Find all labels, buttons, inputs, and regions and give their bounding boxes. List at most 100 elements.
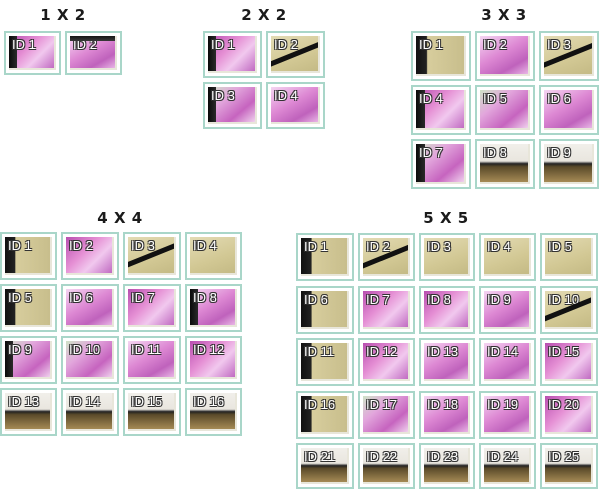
- tile-image: ID 8: [190, 289, 237, 327]
- tile-image: ID 13: [424, 343, 470, 381]
- tile-label: ID 22: [366, 449, 398, 464]
- tile-4x4-id16: ID 16: [185, 388, 242, 436]
- group-title-1x2: 1 X 2: [40, 6, 86, 24]
- tile-3x3-id8: ID 8: [475, 139, 535, 189]
- tile-label: ID 23: [427, 449, 459, 464]
- tile-3x3-id4: ID 4: [411, 85, 471, 135]
- tile-2x2-id3: ID 3: [203, 82, 262, 129]
- tile-image: ID 2: [271, 36, 320, 73]
- tile-5x5-id16: ID 16: [296, 391, 354, 439]
- tile-5x5-id1: ID 1: [296, 233, 354, 281]
- tile-image: ID 1: [208, 36, 257, 73]
- tile-image: ID 23: [424, 448, 470, 484]
- tile-image: ID 11: [128, 341, 176, 379]
- tile-5x5-id20: ID 20: [540, 391, 598, 439]
- tile-label: ID 3: [211, 88, 235, 103]
- tile-image: ID 4: [484, 238, 531, 276]
- tile-image: ID 12: [190, 341, 237, 379]
- tile-label: ID 3: [131, 238, 155, 253]
- tile-5x5-id15: ID 15: [540, 338, 598, 386]
- tile-5x5-id25: ID 25: [540, 443, 598, 489]
- tile-3x3-id7: ID 7: [411, 139, 471, 189]
- tile-label: ID 4: [487, 239, 511, 254]
- tile-4x4-id13: ID 13: [0, 388, 57, 436]
- tile-label: ID 10: [69, 342, 101, 357]
- tile-label: ID 2: [366, 239, 390, 254]
- tile-image: ID 7: [363, 291, 410, 329]
- tile-label: ID 7: [419, 145, 443, 160]
- tile-image: ID 12: [363, 343, 410, 381]
- tile-3x3-id6: ID 6: [539, 85, 599, 135]
- tile-5x5-id10: ID 10: [540, 286, 598, 334]
- tile-image: ID 21: [301, 448, 349, 484]
- tile-label: ID 3: [427, 239, 451, 254]
- tile-5x5-id11: ID 11: [296, 338, 354, 386]
- tile-label: ID 12: [366, 344, 398, 359]
- tile-4x4-id5: ID 5: [0, 284, 57, 332]
- tile-image: ID 7: [416, 144, 466, 184]
- tile-4x4-id1: ID 1: [0, 232, 57, 280]
- tile-label: ID 16: [193, 394, 225, 409]
- tile-image: ID 7: [128, 289, 176, 327]
- tile-label: ID 1: [211, 37, 235, 52]
- tile-image: ID 1: [9, 36, 56, 70]
- tile-4x4-id8: ID 8: [185, 284, 242, 332]
- tile-label: ID 11: [131, 342, 162, 357]
- tile-image: ID 5: [545, 238, 593, 276]
- tile-label: ID 8: [483, 145, 507, 160]
- tile-label: ID 24: [487, 449, 519, 464]
- tile-label: ID 6: [304, 292, 328, 307]
- tile-label: ID 4: [193, 238, 217, 253]
- tile-3x3-id2: ID 2: [475, 31, 535, 81]
- tile-5x5-id2: ID 2: [358, 233, 415, 281]
- tile-label: ID 17: [366, 397, 398, 412]
- tile-5x5-id5: ID 5: [540, 233, 598, 281]
- tile-label: ID 15: [548, 344, 580, 359]
- tile-image: ID 3: [208, 87, 257, 124]
- tile-4x4-id3: ID 3: [123, 232, 181, 280]
- tile-3x3-id9: ID 9: [539, 139, 599, 189]
- tile-image: ID 5: [5, 289, 52, 327]
- tile-5x5-id18: ID 18: [419, 391, 475, 439]
- tile-label: ID 2: [483, 37, 507, 52]
- tile-image: ID 5: [480, 90, 530, 130]
- tile-label: ID 2: [69, 238, 93, 253]
- group-title-4x4: 4 X 4: [97, 209, 143, 227]
- tile-label: ID 16: [304, 397, 336, 412]
- tile-image: ID 15: [128, 393, 176, 431]
- group-title-5x5: 5 X 5: [423, 209, 469, 227]
- tile-label: ID 14: [69, 394, 101, 409]
- tile-5x5-id3: ID 3: [419, 233, 475, 281]
- tile-image: ID 3: [128, 237, 176, 275]
- tile-image: ID 2: [363, 238, 410, 276]
- tile-label: ID 10: [548, 292, 580, 307]
- tile-image: ID 3: [424, 238, 470, 276]
- tile-label: ID 3: [547, 37, 571, 52]
- tile-label: ID 6: [547, 91, 571, 106]
- tile-5x5-id8: ID 8: [419, 286, 475, 334]
- tile-1x2-id1: ID 1: [4, 31, 61, 75]
- tile-image: ID 1: [301, 238, 349, 276]
- tile-label: ID 9: [547, 145, 571, 160]
- tile-label: ID 5: [483, 91, 507, 106]
- tile-image: ID 6: [66, 289, 114, 327]
- tile-4x4-id11: ID 11: [123, 336, 181, 384]
- tile-2x2-id2: ID 2: [266, 31, 325, 78]
- tile-5x5-id23: ID 23: [419, 443, 475, 489]
- tile-2x2-id4: ID 4: [266, 82, 325, 129]
- tile-label: ID 21: [304, 449, 336, 464]
- tile-image: ID 6: [544, 90, 594, 130]
- tile-image: ID 2: [480, 36, 530, 76]
- tile-label: ID 2: [274, 37, 298, 52]
- tile-image: ID 10: [66, 341, 114, 379]
- tile-label: ID 5: [548, 239, 572, 254]
- tile-image: ID 8: [480, 144, 530, 184]
- tile-image: ID 11: [301, 343, 349, 381]
- tile-image: ID 15: [545, 343, 593, 381]
- tile-5x5-id14: ID 14: [479, 338, 536, 386]
- tile-image: ID 6: [301, 291, 349, 329]
- tile-label: ID 19: [487, 397, 519, 412]
- tile-4x4-id9: ID 9: [0, 336, 57, 384]
- tile-image: ID 13: [5, 393, 52, 431]
- tile-image: ID 4: [190, 237, 237, 275]
